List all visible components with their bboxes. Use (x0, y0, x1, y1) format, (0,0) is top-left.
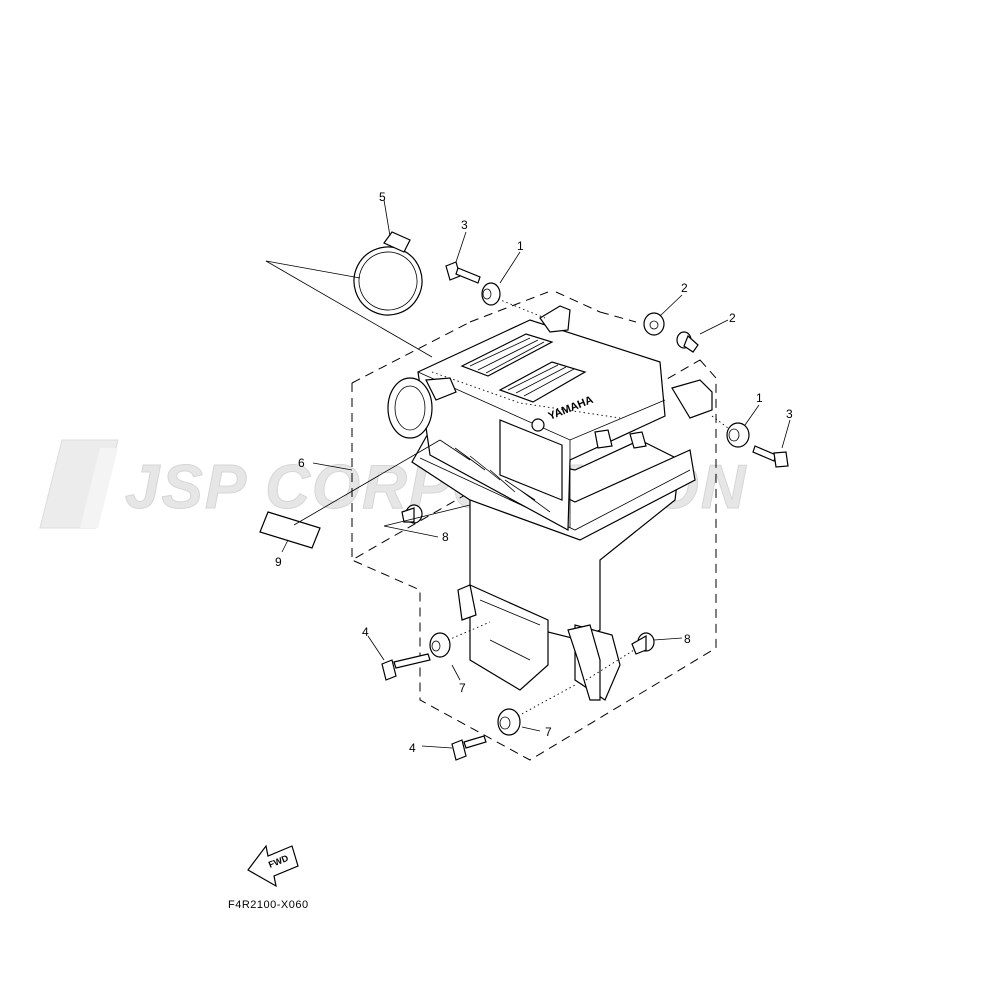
callout-3-right: 3 (786, 407, 793, 421)
callout-3-upper: 3 (461, 218, 468, 232)
callout-1-right: 1 (756, 391, 763, 405)
callout-1-upper: 1 (517, 239, 524, 253)
grommet-right (726, 422, 750, 448)
grommet-upper (481, 282, 501, 306)
collar-b (676, 331, 699, 353)
label-sheet (259, 511, 321, 549)
collar-lower-8 (631, 632, 655, 655)
callout-4-upper: 4 (362, 625, 369, 639)
callout-5: 5 (379, 190, 386, 204)
callout-7-upper: 7 (459, 681, 466, 695)
callout-8-upper: 8 (442, 530, 449, 544)
grommet-lower-b (497, 708, 521, 736)
callout-2-a: 2 (681, 281, 688, 295)
collar-a (643, 312, 665, 336)
bolt-right (752, 445, 789, 468)
bolt-upper (445, 261, 481, 284)
brand-emblem (531, 418, 545, 432)
hose-clamp (353, 231, 423, 316)
callout-4-lower: 4 (409, 741, 416, 755)
diagram-code: F4R2100-X060 (228, 899, 309, 911)
collar-upper-8 (401, 504, 423, 524)
assembly-outline (350, 291, 717, 761)
bolt-lower-b (451, 735, 487, 761)
bolt-lower-a (381, 653, 431, 681)
air-box-body: YAMAHA (387, 305, 713, 701)
callout-2-b: 2 (729, 311, 736, 325)
fwd-arrow-icon: FWD (247, 844, 299, 888)
callout-8-lower: 8 (684, 632, 691, 646)
callout-9: 9 (275, 555, 282, 569)
callout-7-lower: 7 (545, 725, 552, 739)
grommet-lower-a (429, 632, 451, 658)
callout-6: 6 (298, 456, 305, 470)
